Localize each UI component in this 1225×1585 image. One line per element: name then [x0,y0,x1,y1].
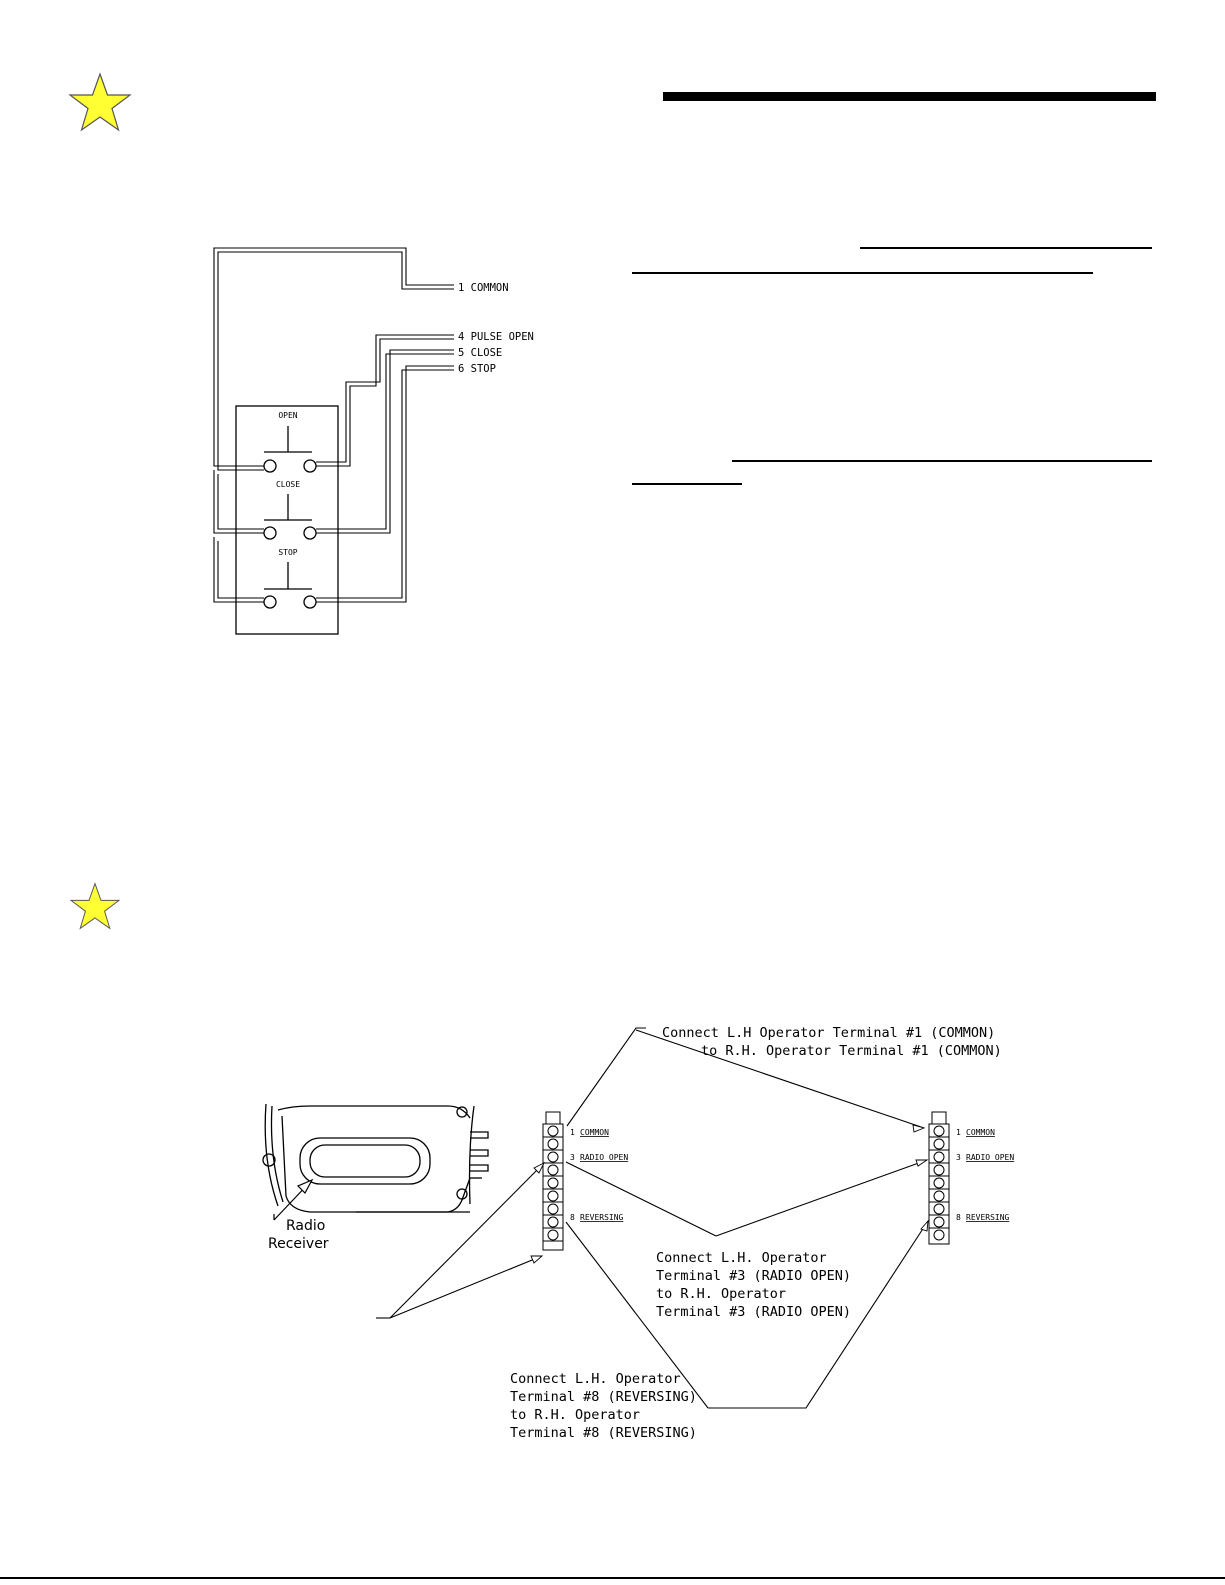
rh-terminal-num-1: 1 [956,1128,961,1137]
lh-terminal-name-common: COMMON [580,1128,609,1137]
connection-lines [376,1027,929,1409]
star-icon [69,882,121,930]
rh-terminal-num-8: 8 [956,1213,961,1222]
radio-receiver-label-line1: Radio [286,1218,325,1234]
note-radio-open-line4: Terminal #3 (RADIO OPEN) [656,1304,851,1320]
note-radio-open-line2: Terminal #3 (RADIO OPEN) [656,1268,851,1284]
dual-operator-wiring-diagram: Radio Receiver [262,1025,1014,1440]
lh-terminal-name-radio-open: RADIO OPEN [580,1153,628,1162]
button-label-open: OPEN [278,411,297,420]
page-bottom-rule [0,1577,1225,1579]
star-icon [68,72,132,132]
lh-terminal-num-1: 1 [570,1128,575,1137]
lh-terminal-name-reversing: REVERSING [580,1213,624,1222]
pushbutton-wiring-diagram: 1 COMMON 4 PULSE OPEN 5 CLOSE 6 STOP OPE… [213,247,534,635]
lh-terminal-num-8: 8 [570,1213,575,1222]
terminal-label-close: 5 CLOSE [458,347,502,359]
terminal-label-stop: 6 STOP [458,363,496,375]
rh-terminal-name-common: COMMON [966,1128,995,1137]
terminal-label-common: 1 COMMON [458,282,509,294]
button-label-stop: STOP [278,548,297,557]
section-header-bar [663,92,1156,101]
lh-terminal-strip [542,1111,564,1251]
rh-terminal-num-3: 3 [956,1153,961,1162]
note-radio-open-line3: to R.H. Operator [656,1286,786,1302]
rh-terminal-strip [928,1111,950,1245]
note-radio-open-line1: Connect L.H. Operator [656,1250,827,1266]
note-common-line1: Connect L.H Operator Terminal #1 (COMMON… [662,1025,995,1041]
radio-receiver-label-line2: Receiver [268,1236,329,1252]
underline-rule [860,247,1152,249]
underline-rule [632,272,1093,274]
note-reversing-line3: to R.H. Operator [510,1407,640,1423]
terminal-label-pulse-open: 4 PULSE OPEN [458,331,534,343]
button-label-close: CLOSE [276,480,300,489]
lh-terminal-num-3: 3 [570,1153,575,1162]
note-reversing-line4: Terminal #8 (REVERSING) [510,1425,697,1440]
pushbutton-station-box [235,405,339,635]
radio-receiver-icon [262,1103,489,1213]
note-common-line2: to R.H. Operator Terminal #1 (COMMON) [701,1043,1002,1059]
underline-rule [632,483,742,485]
note-reversing-line2: Terminal #8 (REVERSING) [510,1389,697,1405]
underline-rule [732,460,1152,462]
rh-terminal-name-reversing: REVERSING [966,1213,1010,1222]
rh-terminal-name-radio-open: RADIO OPEN [966,1153,1014,1162]
note-reversing-line1: Connect L.H. Operator [510,1371,681,1387]
